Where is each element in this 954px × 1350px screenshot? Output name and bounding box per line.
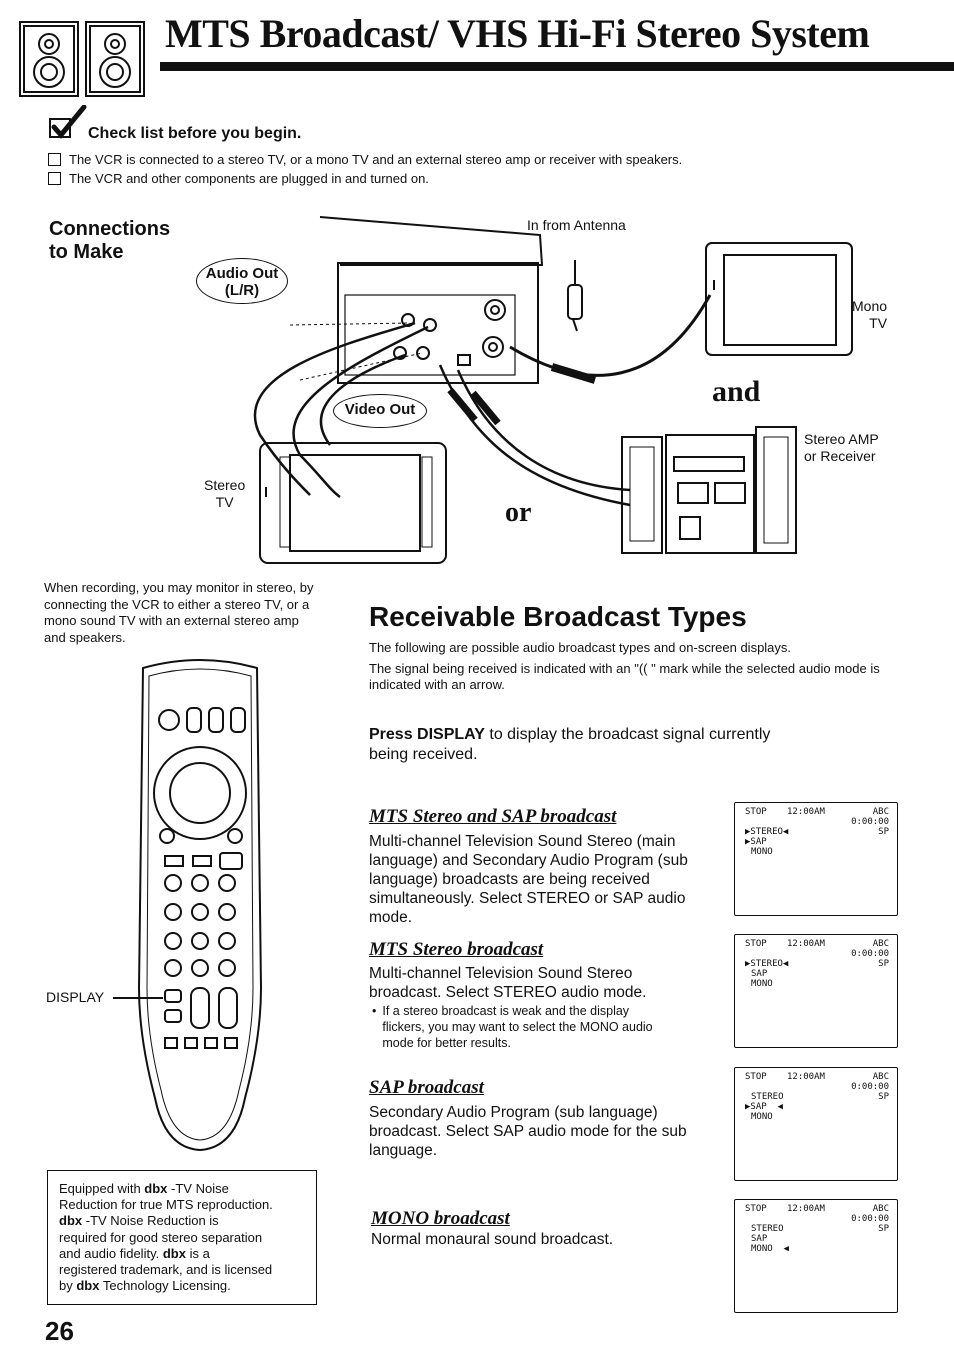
speaker-icon-pair xyxy=(19,21,145,97)
antenna-label: In from Antenna xyxy=(527,217,626,233)
video-out-callout: Video Out xyxy=(333,394,427,428)
stereo-tv-label: Stereo TV xyxy=(204,477,246,510)
dbx-logo: dbx xyxy=(76,1278,100,1294)
onscreen-display: STOP 12:00AM ABC 0:00:00 SP ▶STEREO◀ ▶SA… xyxy=(734,802,898,916)
press-display-instruction: Press DISPLAY to display the broadcast s… xyxy=(369,726,771,763)
section-heading: Receivable Broadcast Types xyxy=(369,601,747,632)
checklist-heading: Check list before you begin. xyxy=(88,125,302,142)
dbx-note-text: Equipped with dbx -TV Noise Reduction fo… xyxy=(59,1181,273,1294)
stereo-amp-label: Stereo AMP or Receiver xyxy=(804,431,879,464)
checklist-item: The VCR is connected to a stereo TV, or … xyxy=(48,150,682,169)
onscreen-display: STOP 12:00AM ABC 0:00:00 SP STEREO ▶SAP … xyxy=(734,1067,898,1181)
and-label: and xyxy=(712,375,761,408)
dbx-note-box xyxy=(47,1170,317,1305)
broadcast-type-description: Multi-channel Television Sound Stereo (m… xyxy=(369,833,688,926)
page-number: 26 xyxy=(45,1316,74,1346)
page-title: MTS Broadcast/ VHS Hi-Fi Stereo System xyxy=(165,11,870,56)
checklist: The VCR is connected to a stereo TV, or … xyxy=(48,150,682,188)
broadcast-type-heading: MTS Stereo broadcast xyxy=(369,939,544,960)
connections-heading: Connections to Make xyxy=(49,218,171,263)
dbx-logo: dbx xyxy=(162,1245,186,1261)
monitor-note: When recording, you may monitor in stere… xyxy=(44,580,314,645)
broadcast-type-heading: MTS Stereo and SAP broadcast xyxy=(369,806,617,827)
broadcast-type-heading: MONO broadcast xyxy=(371,1208,510,1229)
broadcast-type-heading: SAP broadcast xyxy=(369,1077,484,1098)
checkbox-icon xyxy=(48,153,61,166)
onscreen-display: STOP 12:00AM ABC 0:00:00 SP STEREO SAP M… xyxy=(734,1199,898,1313)
checkbox-icon xyxy=(48,172,61,185)
display-button-label: DISPLAY xyxy=(46,989,105,1005)
checklist-item: The VCR and other components are plugged… xyxy=(48,169,682,188)
broadcast-type-tip: • If a stereo broadcast is weak and the … xyxy=(372,1004,653,1050)
dbx-logo: dbx xyxy=(144,1181,168,1196)
section-intro: The following are possible audio broadca… xyxy=(369,640,880,692)
remote-control-illustration xyxy=(137,659,263,1152)
connection-diagram xyxy=(253,216,853,564)
broadcast-type-description: Normal monaural sound broadcast. xyxy=(371,1231,614,1248)
broadcast-type-description: Secondary Audio Program (sub language) b… xyxy=(369,1104,687,1159)
mono-tv-label: Mono TV xyxy=(852,298,888,331)
display-pointer-line xyxy=(113,997,163,999)
audio-out-callout: Audio Out (L/R) xyxy=(196,258,288,304)
broadcast-type-description: Multi-channel Television Sound Stereo br… xyxy=(369,965,647,1001)
dbx-logo: dbx xyxy=(59,1213,83,1229)
onscreen-display: STOP 12:00AM ABC 0:00:00 SP ▶STEREO◀ SAP… xyxy=(734,934,898,1048)
bullet-icon: • xyxy=(372,1004,377,1018)
title-underline xyxy=(160,62,954,71)
or-label: or xyxy=(505,497,532,528)
checkmark-box-icon xyxy=(49,105,87,139)
